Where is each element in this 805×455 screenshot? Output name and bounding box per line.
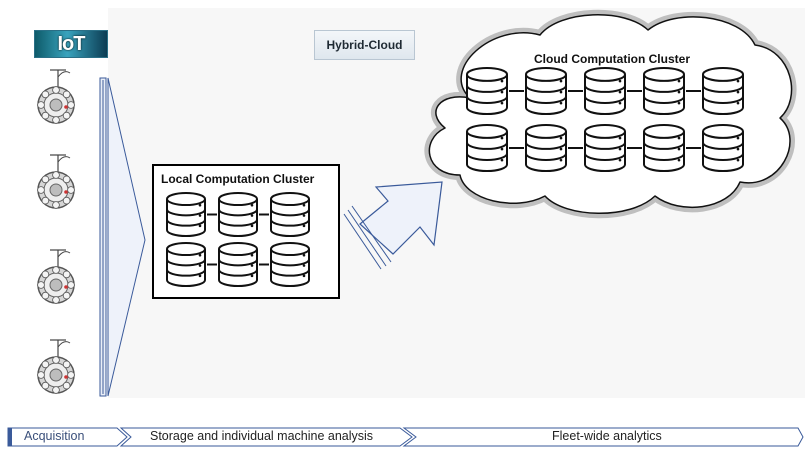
database-icon — [525, 67, 567, 115]
iot-logo: IoT — [34, 30, 108, 58]
database-icon — [218, 192, 258, 237]
local-cluster-title: Local Computation Cluster — [161, 172, 315, 186]
phase-bar — [7, 427, 804, 447]
phase-fleet: Fleet-wide analytics — [552, 429, 662, 443]
bearing-sensor-icon — [37, 249, 75, 304]
iot-logo-text: IoT — [57, 32, 86, 55]
database-icon — [584, 67, 626, 115]
cloud-cluster-title: Cloud Computation Cluster — [534, 52, 690, 66]
database-icon — [584, 124, 626, 172]
database-icon — [270, 242, 310, 287]
phase-storage: Storage and individual machine analysis — [150, 429, 374, 443]
bearing-sensor-icon — [37, 339, 75, 394]
database-icon — [466, 67, 508, 115]
bearing-sensor-icon — [37, 69, 75, 124]
database-icon — [702, 67, 744, 115]
database-icon — [702, 124, 744, 172]
funnel-arrow — [107, 77, 146, 397]
database-icon — [643, 67, 685, 115]
database-icon — [166, 192, 206, 237]
database-icon — [166, 242, 206, 287]
database-icon — [643, 124, 685, 172]
phase-acquisition: Acquisition — [24, 429, 85, 443]
database-icon — [466, 124, 508, 172]
database-icon — [270, 192, 310, 237]
data-collector — [99, 77, 146, 397]
bearing-sensor-icon — [37, 154, 75, 209]
hybrid-cloud-label: Hybrid-Cloud — [314, 30, 415, 60]
upload-arrow — [343, 181, 443, 270]
database-icon — [218, 242, 258, 287]
database-icon — [525, 124, 567, 172]
